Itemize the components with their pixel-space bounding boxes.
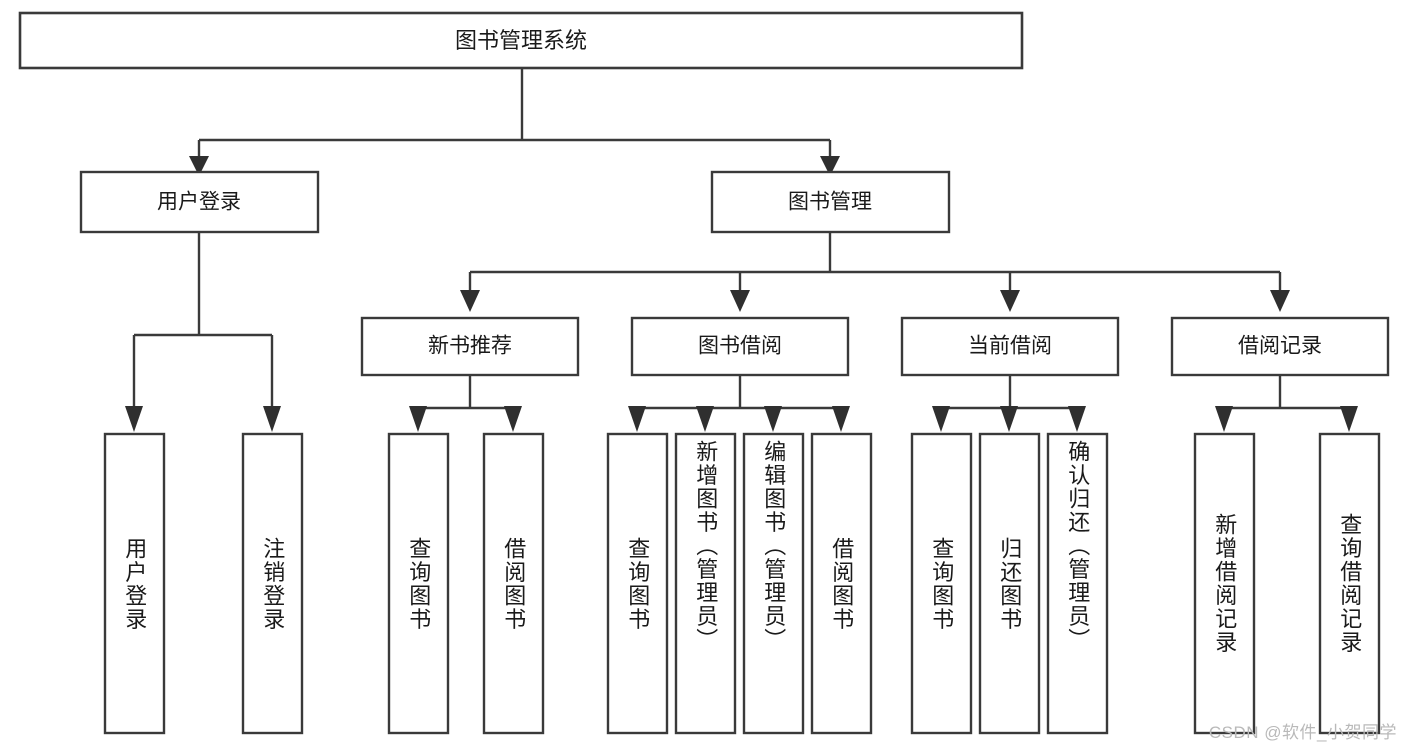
connector-group-user-login: [125, 232, 281, 432]
node-box-leaf-borrow-book-2[interactable]: [810, 432, 873, 735]
node-box-leaf-return-book[interactable]: [978, 432, 1041, 735]
arrow-head-new-book-recommend: [460, 290, 480, 312]
arrow-head-leaf-borrow-book-1: [504, 406, 522, 432]
arrow-head-leaf-add-book: [696, 406, 714, 432]
node-root[interactable]: 图书管理系统: [18, 11, 1024, 70]
node-label-borrow-record: 借阅记录: [1238, 335, 1322, 358]
node-box-leaf-add-book[interactable]: [674, 432, 737, 735]
arrow-head-leaf-edit-book: [764, 406, 782, 432]
arrow-head-leaf-add-record: [1215, 406, 1233, 432]
connector-group-borrow-record: [1215, 375, 1358, 432]
node-box-user-login[interactable]: [79, 170, 320, 234]
arrow-head-borrow-record: [1270, 290, 1290, 312]
connector-group-new-book-recommend: [409, 375, 522, 432]
connector-group-book-manage: [460, 232, 1290, 312]
connector-group-book-borrow: [628, 375, 850, 432]
node-box-root[interactable]: [18, 11, 1024, 70]
node-box-leaf-query-book-3[interactable]: [910, 432, 973, 735]
arrow-head-book-borrow: [730, 290, 750, 312]
node-current-borrow[interactable]: 当前借阅: [900, 316, 1120, 377]
node-box-leaf-add-record[interactable]: [1193, 432, 1256, 735]
node-label-book-borrow: 图书借阅: [698, 335, 782, 358]
arrow-head-current-borrow: [1000, 290, 1020, 312]
connector-group-current-borrow: [932, 375, 1086, 432]
arrow-head-leaf-query-book-1: [409, 406, 427, 432]
node-box-book-borrow[interactable]: [630, 316, 850, 377]
node-box-new-book-recommend[interactable]: [360, 316, 580, 377]
node-box-leaf-user-logout[interactable]: [241, 432, 304, 735]
node-box-book-manage[interactable]: [710, 170, 951, 234]
node-label-book-manage: 图书管理: [788, 191, 872, 214]
node-box-borrow-record[interactable]: [1170, 316, 1390, 377]
node-label-current-borrow: 当前借阅: [968, 335, 1052, 358]
node-book-borrow[interactable]: 图书借阅: [630, 316, 850, 377]
arrow-head-leaf-return-book: [1000, 406, 1018, 432]
node-box-leaf-query-record[interactable]: [1318, 432, 1381, 735]
arrow-head-leaf-user-login: [125, 406, 143, 432]
node-box-current-borrow[interactable]: [900, 316, 1120, 377]
node-box-leaf-edit-book[interactable]: [742, 432, 805, 735]
node-book-manage[interactable]: 图书管理: [710, 170, 951, 234]
arrow-head-leaf-query-record: [1340, 406, 1358, 432]
arrow-head-user-login: [189, 156, 209, 176]
node-new-book-recommend[interactable]: 新书推荐: [360, 316, 580, 377]
node-box-leaf-user-login[interactable]: [103, 432, 166, 735]
node-box-leaf-query-book-2[interactable]: [606, 432, 669, 735]
node-label-user-login: 用户登录: [157, 191, 241, 214]
arrow-head-leaf-query-book-2: [628, 406, 646, 432]
node-user-login[interactable]: 用户登录: [79, 170, 320, 234]
arrow-head-leaf-borrow-book-2: [832, 406, 850, 432]
node-borrow-record[interactable]: 借阅记录: [1170, 316, 1390, 377]
node-box-leaf-query-book-1[interactable]: [387, 432, 450, 735]
arrow-head-leaf-user-logout: [263, 406, 281, 432]
arrow-head-leaf-confirm-return: [1068, 406, 1086, 432]
node-box-leaf-borrow-book-1[interactable]: [482, 432, 545, 735]
node-label-root: 图书管理系统: [455, 28, 587, 53]
csdn-watermark: CSDN @软件_小贺同学: [1208, 723, 1397, 742]
arrow-head-leaf-query-book-3: [932, 406, 950, 432]
node-label-new-book-recommend: 新书推荐: [428, 335, 512, 358]
arrow-head-book-manage: [820, 156, 840, 176]
connector-group-root: [189, 68, 840, 176]
node-box-leaf-confirm-return[interactable]: [1046, 432, 1109, 735]
